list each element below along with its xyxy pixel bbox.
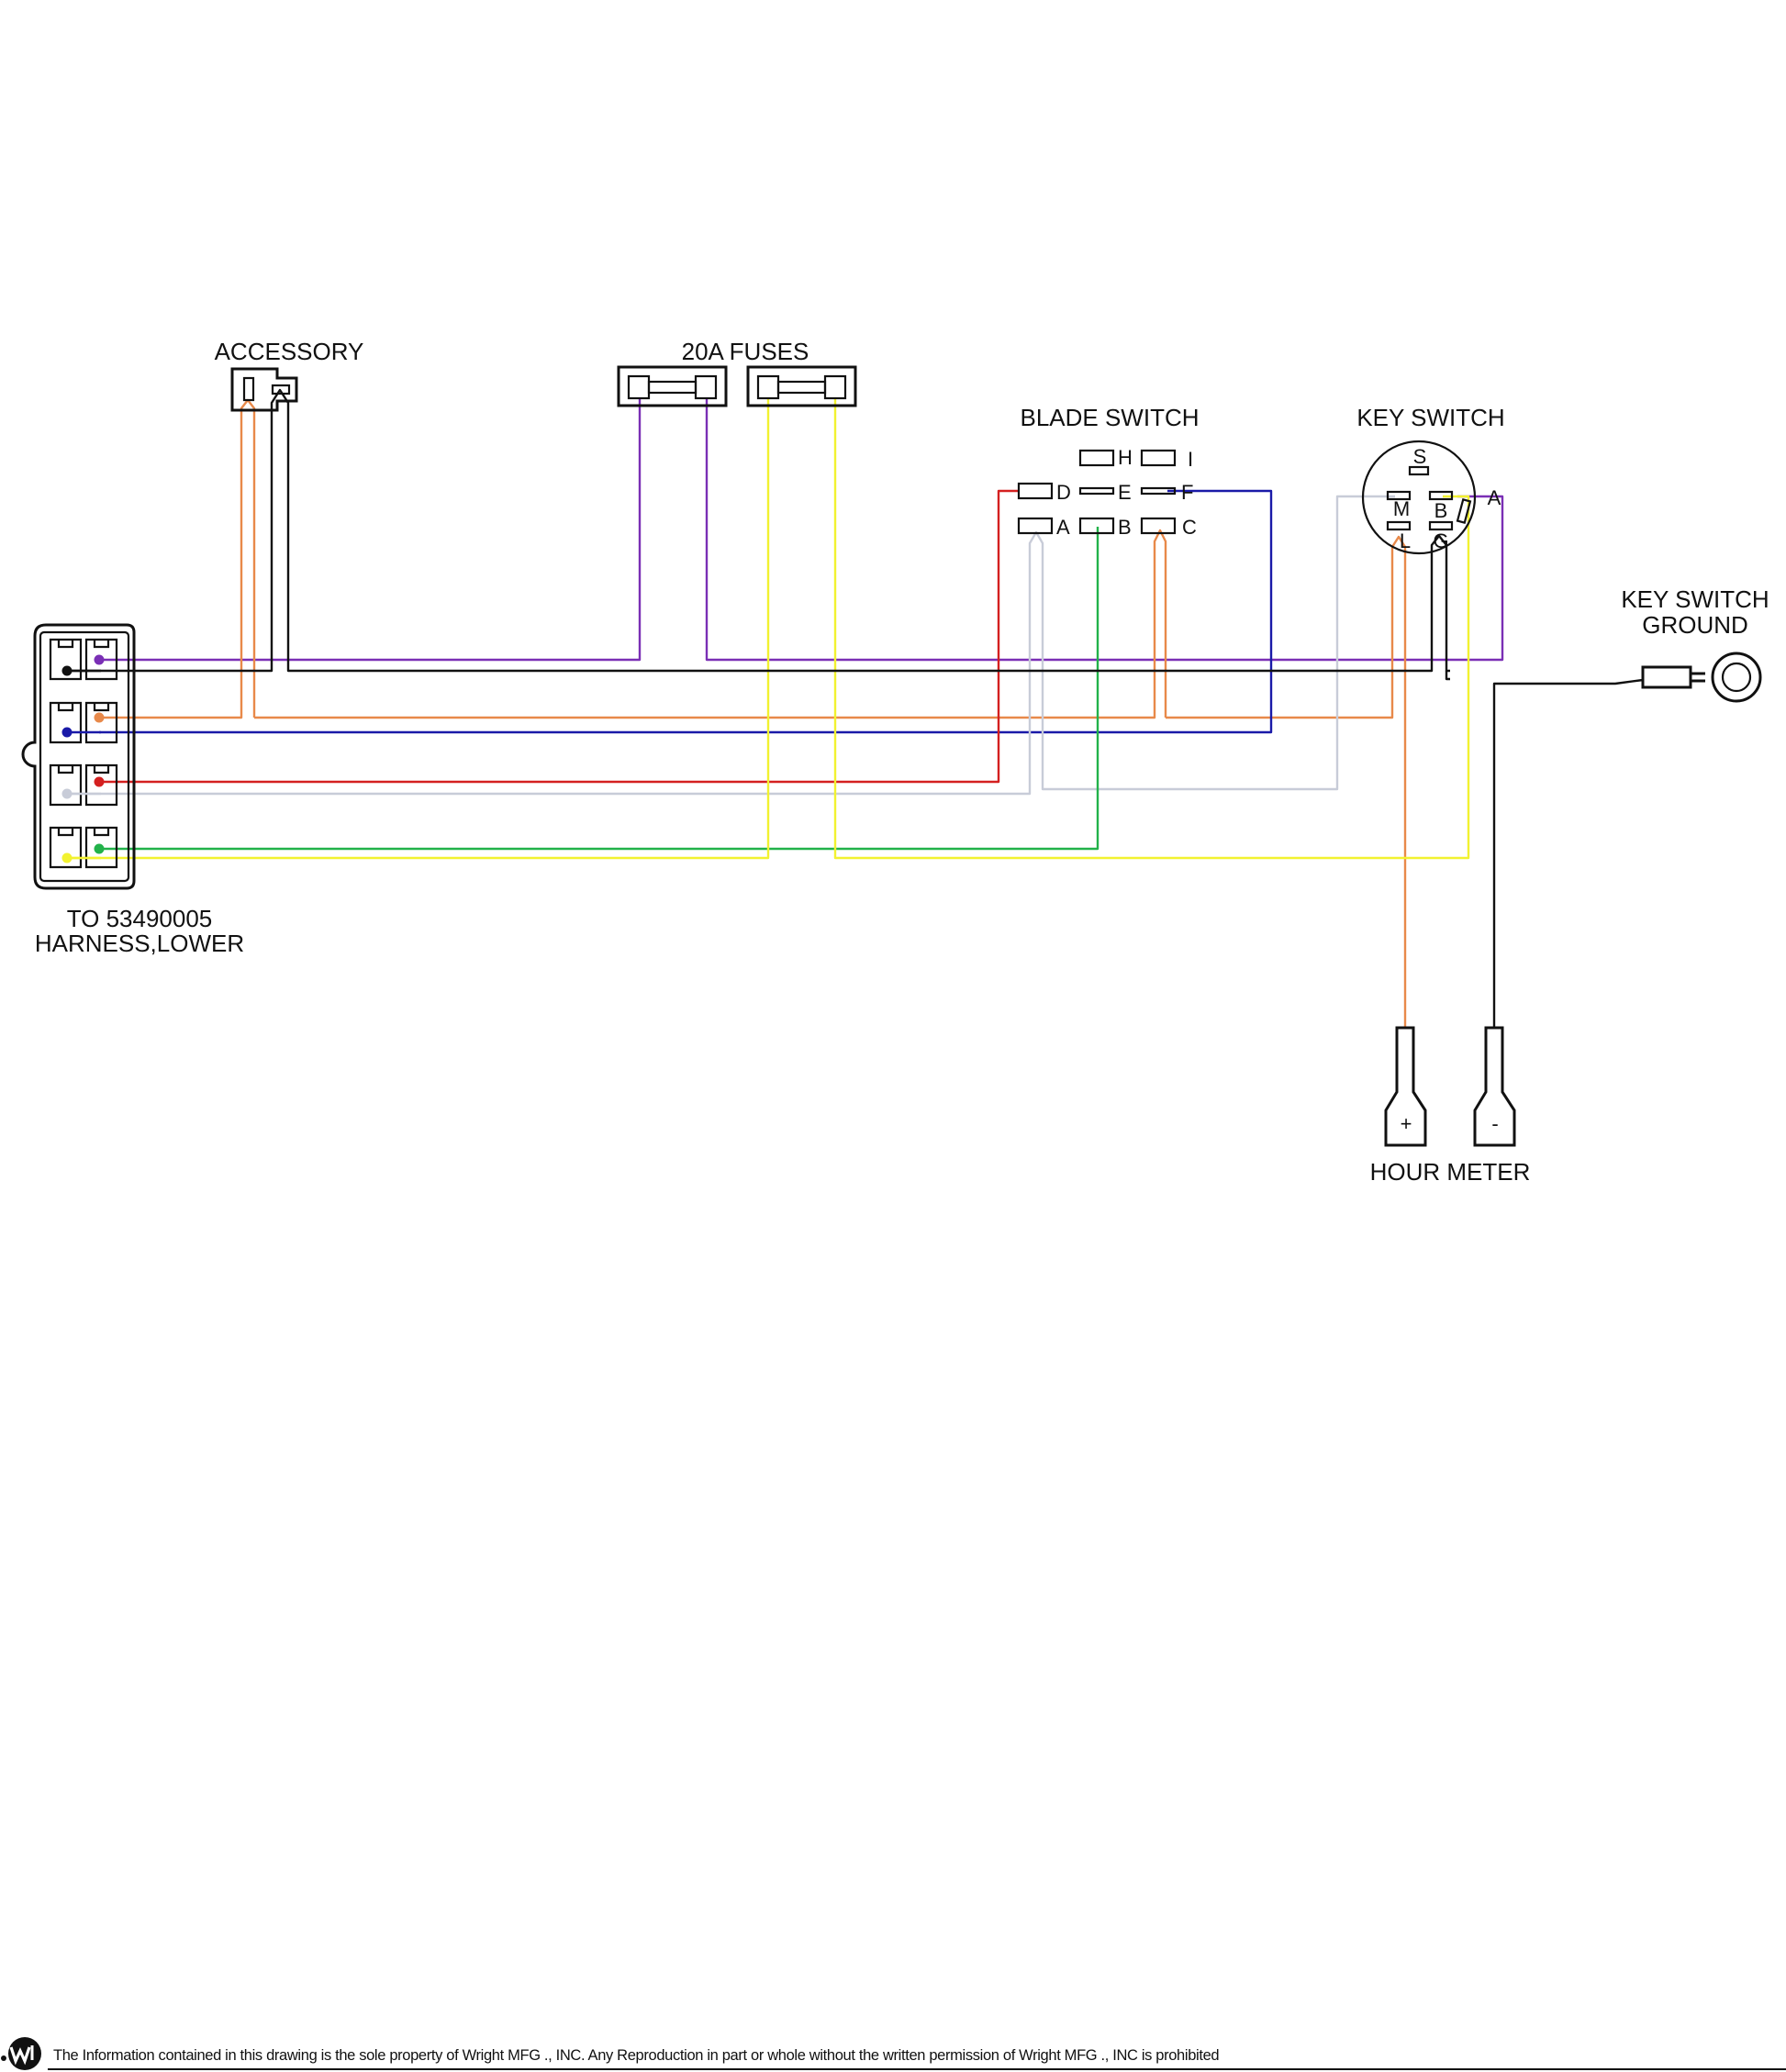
wire-purple-key-a <box>705 398 1504 662</box>
wire-yellow-key-b <box>833 398 1470 860</box>
key-switch-ground-label-line2: GROUND <box>1642 611 1748 639</box>
accessory-connector <box>230 367 298 412</box>
key-pin-m: M <box>1393 497 1410 520</box>
key-pin-a: A <box>1488 486 1501 509</box>
pin-dot-purple <box>94 654 105 665</box>
wire-green-blade-b <box>99 527 1100 851</box>
harness-label-line2: HARNESS,LOWER <box>35 930 244 957</box>
blade-pin-a: A <box>1056 516 1070 539</box>
wire-orange-accessory <box>99 398 256 719</box>
fuse-left <box>617 365 728 407</box>
blade-pin-i: I <box>1188 448 1193 471</box>
pin-dot-orange <box>94 712 105 723</box>
accessory-label: ACCESSORY <box>215 338 364 365</box>
wire-orange-key-l <box>1166 535 1407 1028</box>
key-switch-label: KEY SWITCH <box>1356 404 1504 431</box>
key-pin-l: L <box>1400 529 1411 552</box>
wire-blue-blade-f <box>99 489 1273 734</box>
harness-label-line1: TO 53490005 <box>67 905 213 932</box>
wire-purple-fuse <box>99 398 642 662</box>
wire-black-main <box>69 388 1450 673</box>
harness-connector <box>21 623 136 890</box>
blade-pin-f: F <box>1181 481 1193 504</box>
wire-yellow-fuse <box>69 398 770 860</box>
key-switch <box>1361 440 1477 555</box>
fuse-right <box>746 365 857 407</box>
hour-meter-plus: + <box>1401 1112 1412 1135</box>
wire-red-blade-d <box>99 489 1019 784</box>
ground-ring-terminal <box>1641 652 1762 703</box>
key-switch-ground-label-line1: KEY SWITCH <box>1621 585 1769 613</box>
fuses-label: 20A FUSES <box>682 338 809 365</box>
blade-pin-e: E <box>1118 481 1132 504</box>
blade-pin-c: C <box>1182 516 1197 539</box>
pin-dot-red <box>94 776 105 787</box>
blade-switch-label: BLADE SWITCH <box>1020 404 1199 431</box>
blade-pin-d: D <box>1056 481 1071 504</box>
blade-switch <box>1017 449 1177 535</box>
key-pin-g: G <box>1433 529 1448 552</box>
key-pin-b: B <box>1434 499 1448 522</box>
hour-meter-minus: - <box>1491 1112 1498 1135</box>
key-pin-s: S <box>1413 445 1427 468</box>
blade-pin-h: H <box>1118 446 1133 469</box>
hour-meter-terminals <box>1384 1026 1516 1147</box>
wire-black-ground <box>1445 671 1450 681</box>
connector-cavities <box>49 638 118 869</box>
wire-orange-blade-c <box>254 529 1167 719</box>
copyright-notice: The Information contained in this drawin… <box>53 2047 1220 2064</box>
footer: The Information contained in this drawin… <box>0 2035 1786 2072</box>
wires <box>69 388 1644 1028</box>
footer-rule <box>48 2068 1786 2070</box>
pin-dot-green <box>94 843 105 854</box>
company-logo-icon <box>1 2037 41 2070</box>
blade-pin-b: B <box>1118 516 1132 539</box>
wire-gray-blade-a <box>69 495 1395 796</box>
hour-meter-label: HOUR METER <box>1370 1158 1531 1186</box>
wire-black-hourmeter <box>1492 678 1644 1028</box>
